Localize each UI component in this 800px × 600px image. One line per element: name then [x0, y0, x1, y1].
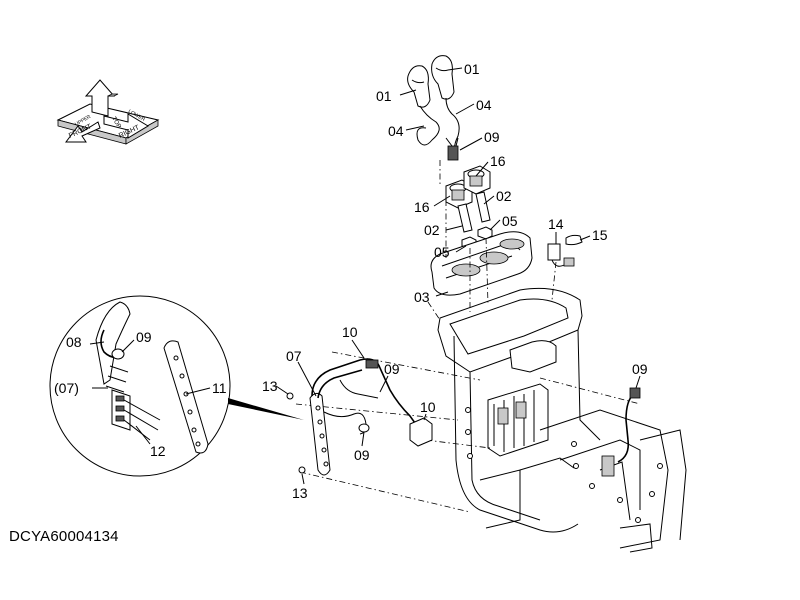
callout-16-right: 16 [490, 153, 506, 169]
top-word: TOP [110, 116, 121, 130]
cap-15 [565, 234, 583, 246]
callout-14: 14 [548, 216, 564, 232]
callout-10-top: 10 [342, 324, 358, 340]
drawing-number: DCYA60004134 [9, 528, 119, 545]
mounting-bracket-07 [309, 392, 331, 476]
callout-02-left: 02 [424, 222, 440, 238]
detail-pointer [228, 398, 304, 420]
callout-04-left: 04 [388, 123, 404, 139]
detail-circle [49, 295, 231, 477]
callout-03: 03 [414, 289, 430, 305]
callout-02-right: 02 [496, 188, 512, 204]
callout-08: 08 [66, 334, 82, 350]
callout-09-harness: 09 [384, 361, 400, 377]
screw-13-top [286, 392, 294, 400]
callout-16-left: 16 [414, 199, 430, 215]
joystick-grip-left [407, 65, 431, 108]
callout-10-box: 10 [420, 399, 436, 415]
callout-15: 15 [592, 227, 608, 243]
callout-09-right: 09 [632, 361, 648, 377]
plate-11 [163, 340, 209, 454]
wire-harness [311, 358, 421, 431]
callout-13-bottom: 13 [292, 485, 308, 501]
callout-05-left: 05 [434, 244, 450, 260]
callout-11: 11 [212, 380, 227, 396]
detail-contents [95, 301, 209, 454]
callout-13-top: 13 [262, 378, 278, 394]
callout-05-right: 05 [502, 213, 518, 229]
callout-04-right: 04 [476, 97, 492, 113]
shaft-left [457, 203, 473, 233]
callout-07-detail: (07) [54, 380, 79, 396]
joystick-grip-right [431, 55, 455, 100]
callout-09-detail: 09 [136, 329, 152, 345]
connector-09-top [447, 145, 459, 161]
screw-13-bottom [298, 466, 306, 474]
nut-right [477, 226, 493, 240]
connector-10-box [409, 417, 433, 447]
callout-09-top: 09 [484, 129, 500, 145]
leader-lines [89, 67, 641, 485]
callout-09-grommet: 09 [354, 447, 370, 463]
callout-12: 12 [150, 443, 166, 459]
harness-right [617, 393, 635, 463]
switch-14 [547, 243, 575, 267]
orientation-icon: FRONT RIGHT TOP UPPER LOWER [56, 79, 160, 145]
callout-01-right: 01 [464, 61, 480, 77]
connector-10-top [365, 359, 379, 369]
shaft-right [475, 191, 491, 223]
grommet-09 [358, 423, 370, 433]
boot-right [463, 165, 491, 195]
callout-07: 07 [286, 348, 302, 364]
console-housing [437, 287, 687, 553]
callout-labels: 01 01 04 04 09 16 16 02 02 05 05 14 15 0… [54, 61, 648, 501]
grip-cable-left [416, 105, 440, 146]
callout-01-left: 01 [376, 88, 392, 104]
